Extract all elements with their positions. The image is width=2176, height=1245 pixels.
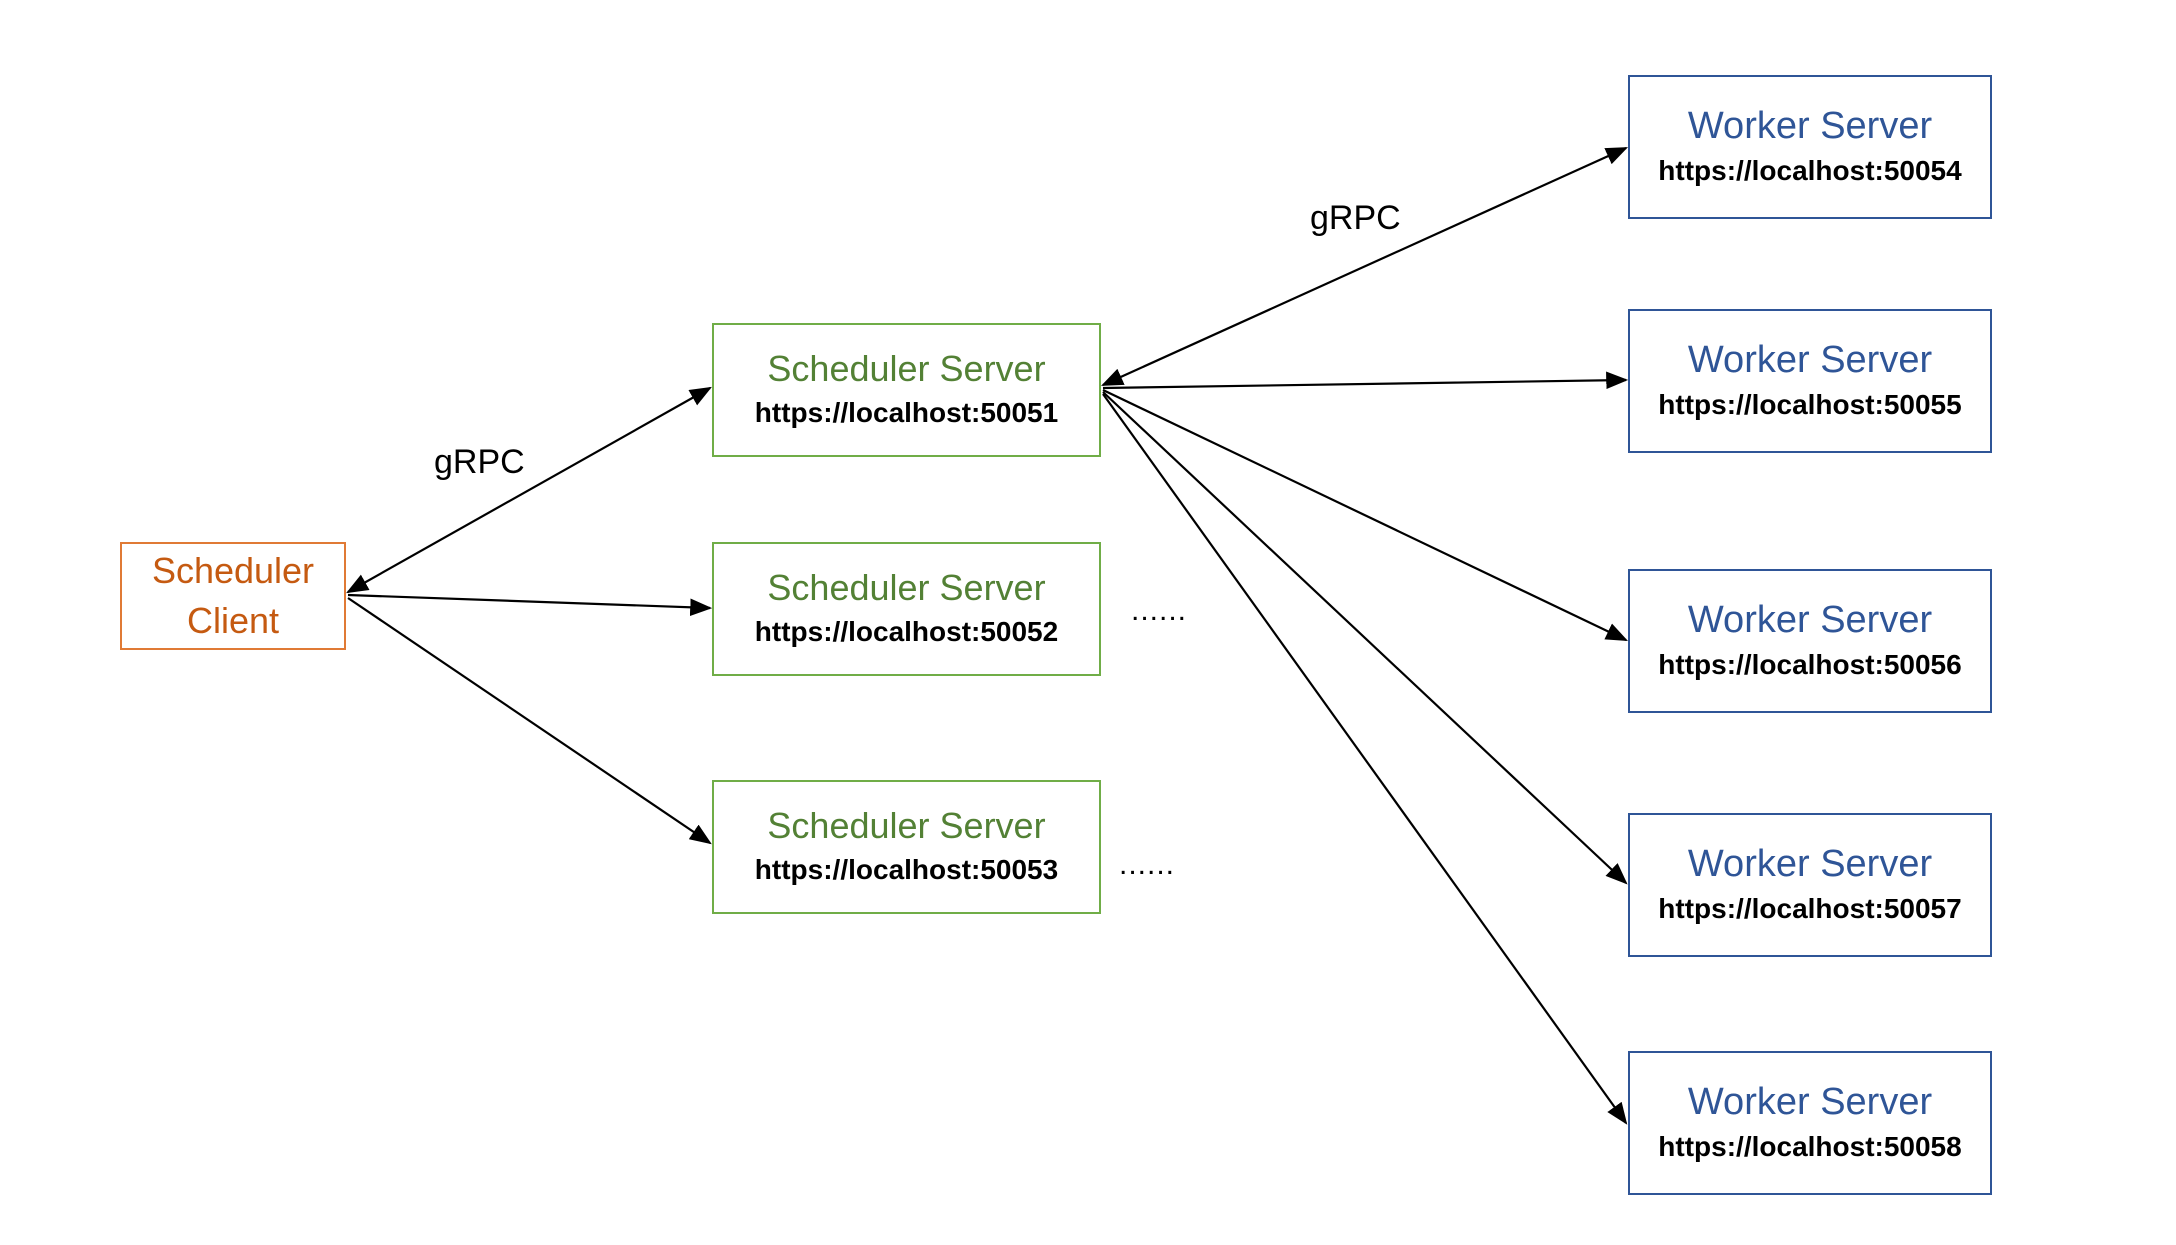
worker-server-title: Worker Server: [1687, 105, 1933, 147]
grpc-label-client-side: gRPC: [434, 443, 525, 481]
continuation-ellipsis-1: ......: [1131, 594, 1188, 627]
worker-server-host: https://localhost:50054: [1658, 155, 1962, 186]
grpc-label-worker-side: gRPC: [1310, 199, 1401, 237]
scheduler-server-host: https://localhost:50051: [754, 397, 1059, 428]
worker-server-node-1: Worker Server https://localhost:50054: [1628, 75, 1992, 219]
scheduler-server-title: Scheduler Server: [767, 348, 1046, 389]
client-label-line2: Client: [186, 600, 280, 641]
worker-server-node-2: Worker Server https://localhost:50055: [1628, 309, 1992, 453]
worker-server-title: Worker Server: [1687, 1081, 1933, 1123]
scheduler-server-node-1: Scheduler Server https://localhost:50051: [712, 323, 1101, 457]
worker-server-title: Worker Server: [1687, 843, 1933, 885]
arrow-scheduler-to-worker-50058: [1102, 393, 1628, 1125]
arrow-client-to-scheduler-50051: [346, 386, 712, 594]
worker-server-title: Worker Server: [1687, 339, 1933, 381]
arrow-scheduler-to-worker-50055: [1102, 371, 1629, 390]
worker-server-node-4: Worker Server https://localhost:50057: [1628, 813, 1992, 957]
scheduler-server-node-3: Scheduler Server https://localhost:50053: [712, 780, 1101, 914]
worker-server-node-5: Worker Server https://localhost:50058: [1628, 1051, 1992, 1195]
client-label-line1: Scheduler: [151, 550, 315, 591]
scheduler-client-node: Scheduler Client: [120, 542, 346, 650]
arrow-scheduler-to-worker-50056: [1102, 389, 1628, 641]
scheduler-server-node-2: Scheduler Server https://localhost:50052: [712, 542, 1101, 676]
worker-server-host: https://localhost:50056: [1658, 649, 1962, 680]
arrow-client-to-scheduler-50052: [347, 593, 713, 617]
worker-server-host: https://localhost:50057: [1658, 893, 1962, 924]
arrow-scheduler-to-worker-50054: [1100, 146, 1629, 387]
worker-server-node-3: Worker Server https://localhost:50056: [1628, 569, 1992, 713]
worker-server-host: https://localhost:50058: [1658, 1131, 1962, 1162]
continuation-ellipsis-2: ......: [1119, 848, 1176, 881]
scheduler-server-title: Scheduler Server: [767, 567, 1046, 608]
scheduler-server-title: Scheduler Server: [767, 805, 1046, 846]
scheduler-server-host: https://localhost:50053: [754, 854, 1059, 885]
scheduler-server-host: https://localhost:50052: [754, 616, 1059, 647]
arrow-scheduler-to-worker-50057: [1102, 391, 1628, 885]
worker-server-title: Worker Server: [1687, 599, 1933, 641]
arrow-client-to-scheduler-50053: [347, 597, 712, 845]
worker-server-host: https://localhost:50055: [1658, 389, 1962, 420]
